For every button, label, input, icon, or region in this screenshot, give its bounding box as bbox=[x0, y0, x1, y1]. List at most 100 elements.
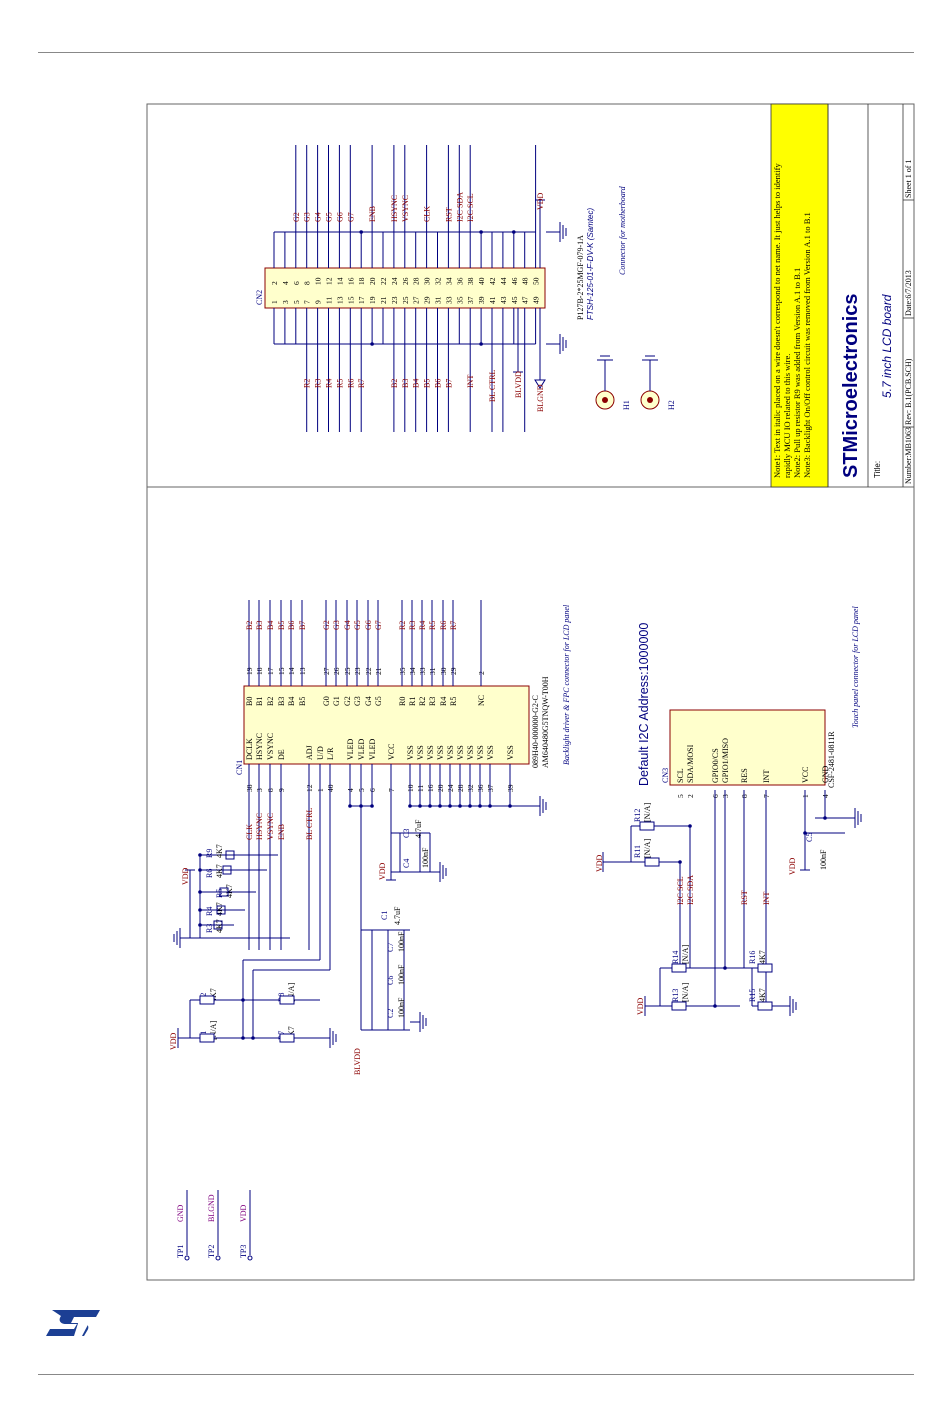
cn2-pin-odd: 5 bbox=[292, 300, 301, 304]
junction-dot bbox=[803, 831, 807, 835]
cn2-part-2: FTSH-125-01-F-DV-K (Samtec) bbox=[586, 208, 595, 321]
cn1-net-right: R2 bbox=[398, 621, 407, 630]
cn2-pin-odd: 19 bbox=[368, 296, 377, 304]
cn1-net-right: G5 bbox=[353, 620, 362, 630]
cn1-net-left: BL CTRL bbox=[305, 808, 314, 840]
cn2-net-odd: B4 bbox=[412, 379, 421, 388]
bl-res-body bbox=[279, 995, 295, 1005]
cn2-pin-even: 30 bbox=[423, 277, 432, 285]
cn2-pin-even: 36 bbox=[455, 277, 464, 285]
pullup-vdd-label: VDD bbox=[181, 867, 190, 885]
cn2-pin-odd: 41 bbox=[488, 296, 497, 304]
cap-c2-ref: C2 bbox=[386, 1009, 395, 1018]
cn1-net-right: B6 bbox=[287, 621, 296, 630]
cn2-vdd-label: VDD bbox=[536, 192, 545, 210]
cn2-net-odd: R2 bbox=[303, 379, 312, 388]
cn3-pin-name: VCC bbox=[801, 767, 810, 783]
junction-dot bbox=[723, 966, 727, 970]
cn3-body bbox=[669, 709, 826, 786]
doc-number: Number:MB1063 bbox=[904, 427, 913, 484]
test-point-pad bbox=[184, 1255, 190, 1261]
cn2-pin-even: 12 bbox=[325, 277, 334, 285]
cn2-pin-odd: 43 bbox=[499, 296, 508, 304]
cn2-pin-odd: 33 bbox=[444, 296, 453, 304]
cn2-pin-odd: 21 bbox=[379, 296, 388, 304]
cn2-net-odd: R6 bbox=[346, 379, 355, 388]
cn2-pin-odd: 15 bbox=[346, 296, 355, 304]
cn2-pin-odd: 11 bbox=[325, 297, 334, 304]
cn2-pin-even: 38 bbox=[466, 277, 475, 285]
cn1-pin-name: B0 bbox=[245, 697, 254, 706]
cn2-pin-even: 24 bbox=[390, 277, 399, 285]
blvdd-label: BLVDD bbox=[353, 1048, 362, 1075]
junction-dot bbox=[241, 1036, 245, 1040]
cn1-net-right: B3 bbox=[255, 621, 264, 630]
cn3-pin-name: GND bbox=[821, 765, 830, 783]
cn2-pin-odd: 29 bbox=[423, 296, 432, 304]
cn1-net-left: ENB bbox=[277, 824, 286, 840]
cn2-net-even: G6 bbox=[335, 212, 344, 222]
note-3: Note3: Backlight On/Off control circuit … bbox=[802, 212, 812, 478]
cn1-pin-name: VLED bbox=[346, 738, 355, 760]
junction-dot bbox=[348, 804, 352, 808]
cn1-pin-name: VCC bbox=[387, 744, 396, 760]
cn2-pin-odd: 1 bbox=[270, 300, 279, 304]
cn1-vdd-label: VDD bbox=[378, 862, 387, 880]
cap-c3-value: 4.7uF bbox=[414, 819, 423, 838]
pullup-network bbox=[173, 854, 290, 948]
cn2-net-odd: B2 bbox=[390, 379, 399, 388]
junction-dot bbox=[198, 923, 202, 927]
cn3-pin-name: SCL bbox=[676, 768, 685, 783]
cap-c1-value: 4.7uF bbox=[393, 906, 402, 925]
pullup-res-ref: R4 bbox=[205, 907, 214, 916]
test-point-pad bbox=[247, 1255, 253, 1261]
hole-h1-label: H1 bbox=[622, 400, 631, 410]
cn2-pin-even: 2 bbox=[270, 281, 279, 285]
cn1-pin-name: R3 bbox=[428, 697, 437, 706]
test-point-ref: TP3 bbox=[239, 1245, 248, 1258]
junction-dot bbox=[458, 804, 462, 808]
junction-dot bbox=[198, 853, 202, 857]
cn2-pin-odd: 7 bbox=[303, 300, 312, 304]
connector-cn1: CN1 089H40-000000-G2-C AM640480G5TNQW-T0… bbox=[235, 600, 571, 950]
cn3-res-body bbox=[757, 963, 773, 973]
cn2-net-even: RST bbox=[444, 207, 453, 222]
junction-dot bbox=[438, 804, 442, 808]
junction-dot bbox=[713, 1004, 717, 1008]
cn1-net-right: R7 bbox=[449, 621, 458, 630]
cn1-pin-name: G2 bbox=[343, 696, 352, 706]
junction-dot bbox=[359, 804, 363, 808]
cn2-net-odd: B6 bbox=[434, 379, 443, 388]
cap-c1-ref: C1 bbox=[380, 911, 389, 920]
cap-c4-ref: C4 bbox=[402, 859, 411, 868]
cn3-res-body bbox=[757, 1001, 773, 1011]
cn3-res-body bbox=[671, 963, 687, 973]
cn1-pin-name: R2 bbox=[418, 697, 427, 706]
cn1-net-right: R5 bbox=[428, 621, 437, 630]
cn2-pin-even: 50 bbox=[532, 277, 541, 285]
cn2-pin-odd: 37 bbox=[466, 296, 475, 304]
cn1-pin-name: VSS bbox=[456, 745, 465, 760]
cn2-pin-even: 22 bbox=[379, 277, 388, 285]
cn1-pin-name: B2 bbox=[266, 697, 275, 706]
cn1-pin-name: VSS bbox=[436, 745, 445, 760]
cn2-pin-even: 14 bbox=[335, 277, 344, 285]
cn2-pin-even: 26 bbox=[401, 277, 410, 285]
cn2-pin-odd: 39 bbox=[477, 296, 486, 304]
res-r14-value: [N/A] bbox=[681, 945, 690, 964]
cn2-net-even: G7 bbox=[346, 212, 355, 222]
cap-c4-value: 100nF bbox=[421, 847, 430, 868]
cn1-net-left: VSYNC bbox=[266, 813, 275, 840]
res-r16-ref: R16 bbox=[748, 951, 757, 964]
res-r12-value: [N/A] bbox=[643, 803, 652, 822]
pullup-res-body bbox=[213, 920, 223, 930]
hole-h2-label: H2 bbox=[667, 400, 676, 410]
cn2-pin-odd: 27 bbox=[412, 296, 421, 304]
cn2-blgnd-label: BLGND bbox=[536, 384, 545, 412]
cn1-ref: CN1 bbox=[235, 760, 244, 775]
cn1-pin-name: U/D bbox=[316, 746, 325, 760]
cn1-pin-name: VSS bbox=[406, 745, 415, 760]
res-r11-ref: R11 bbox=[633, 845, 642, 858]
